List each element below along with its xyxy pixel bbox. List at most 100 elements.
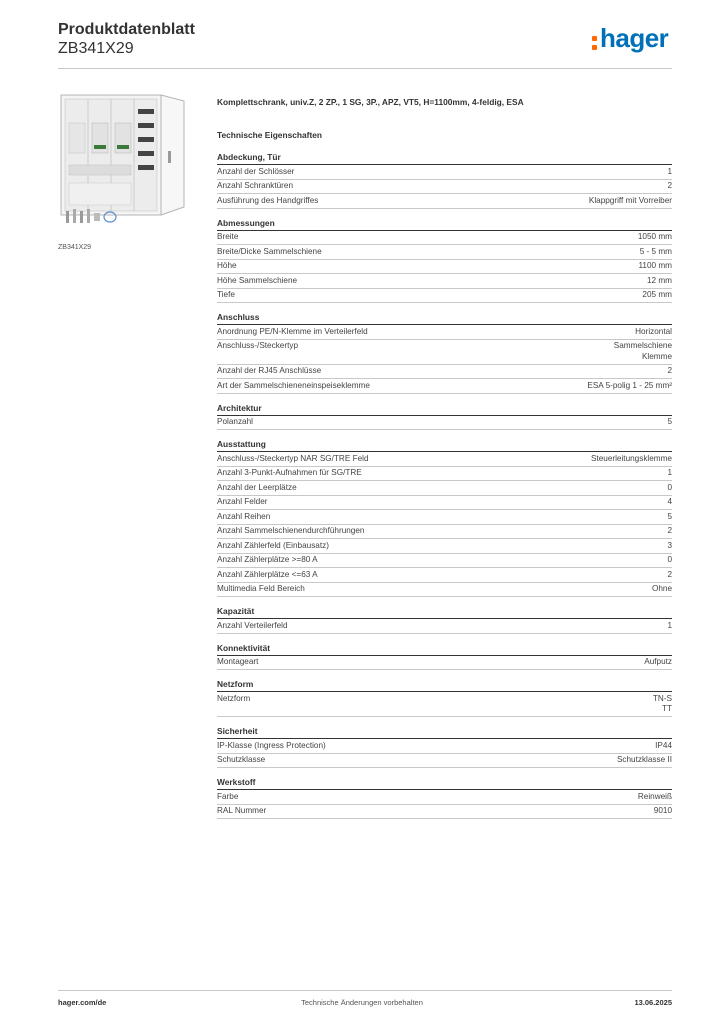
spec-row: Anzahl Schranktüren 2 — [217, 180, 672, 194]
spec-value: Klappgriff mit Vorreiber — [589, 196, 672, 207]
spec-value: 1 — [667, 621, 672, 632]
spec-value-line: 5 — [667, 511, 672, 521]
technical-properties-title: Technische Eigenschaften — [217, 130, 323, 140]
spec-value-line: Klemme — [641, 351, 672, 361]
spec-row: Anzahl Felder 4 — [217, 496, 672, 510]
spec-value-line: 1 — [667, 620, 672, 630]
section-gap — [217, 717, 672, 725]
spec-label: Anzahl Schranktüren — [217, 181, 294, 190]
spec-row: Anordnung PE/N-Klemme im Verteilerfeld Ho… — [217, 325, 672, 340]
spec-label: Anordnung PE/N-Klemme im Verteilerfeld — [217, 326, 368, 336]
spec-value-line: 0 — [667, 555, 672, 564]
section-gap — [217, 394, 672, 402]
spec-row: Höhe Sammelschiene 12 mm — [217, 274, 672, 289]
spec-value: Schutzklasse II — [617, 755, 672, 766]
section-gap — [217, 670, 672, 678]
spec-label: Anzahl Verteilerfeld — [217, 620, 288, 630]
spec-value: ESA 5-polig 1 - 25 mm² — [587, 381, 672, 392]
spec-label: Breite — [217, 232, 239, 241]
section-title: Konnektivität — [217, 642, 672, 656]
spec-value: 5 - 5 mm — [640, 247, 672, 258]
spec-value: 12 mm — [647, 276, 672, 287]
spec-value-line: 4 — [667, 497, 672, 506]
spec-value-line: Horizontal — [635, 326, 672, 336]
spec-label: Anzahl Zählerfeld (Einbausatz) — [217, 540, 329, 550]
section-gap — [217, 597, 672, 605]
spec-label: Anzahl Sammelschienendurchführungen — [217, 526, 365, 535]
spec-label: Farbe — [217, 791, 239, 801]
page-title: Produktdatenblatt — [58, 21, 195, 38]
section-title: Architektur — [217, 402, 672, 416]
spec-value: 2 — [667, 570, 672, 581]
spec-value-line: 2 — [667, 181, 672, 190]
spec-label: Polanzahl — [217, 417, 253, 426]
section-title: Abdeckung, Tür — [217, 151, 672, 165]
spec-label: Anzahl Felder — [217, 497, 268, 506]
spec-label: Anzahl der RJ45 Anschlüsse — [217, 366, 322, 375]
spec-row: Anzahl der RJ45 Anschlüsse 2 — [217, 365, 672, 379]
section-title: Abmessungen — [217, 217, 672, 231]
product-number: ZB341X29 — [58, 40, 134, 57]
spec-row: Art der Sammelschieneneinspeiseklemme ESA… — [217, 379, 672, 394]
spec-value-line: Klappgriff mit Vorreiber — [588, 195, 672, 205]
spec-label: IP-Klasse (Ingress Protection) — [217, 740, 326, 750]
spec-value: Ohne — [652, 584, 672, 595]
spec-value-line: 12 mm — [646, 275, 672, 285]
section-gap — [217, 634, 672, 642]
spec-row: Höhe 1100 mm — [217, 260, 672, 274]
image-caption: ZB341X29 — [58, 244, 92, 251]
section-gap — [217, 430, 672, 438]
section-title: Ausstattung — [217, 438, 672, 452]
spec-row: Anzahl Zählerfeld (Einbausatz) 3 — [217, 539, 672, 554]
spec-label: Höhe Sammelschiene — [217, 275, 298, 285]
spec-value: 1 — [667, 468, 672, 479]
spec-value: 5 — [667, 417, 672, 428]
spec-value-line: 2 — [667, 366, 672, 375]
spec-value: 3 — [667, 541, 672, 552]
section-gap — [217, 768, 672, 776]
spec-value: 2 — [667, 181, 672, 192]
spec-value-line: Sammelschiene — [613, 341, 672, 350]
spec-value-line: Schutzklasse II — [616, 755, 672, 764]
spec-value: 1 — [667, 167, 672, 178]
spec-label: Anzahl 3-Punkt-Aufnahmen für SG/TRE — [217, 468, 362, 477]
spec-value-line: 5 - 5 mm — [639, 246, 672, 256]
product-image — [58, 93, 188, 235]
section-gap — [217, 209, 672, 217]
footer-website[interactable]: hager.com/de — [58, 998, 107, 1007]
spec-label: Schutzklasse — [217, 755, 266, 764]
spec-label: Anzahl Reihen — [217, 511, 271, 521]
spec-label: Ausführung des Handgriffes — [217, 195, 319, 205]
spec-value: Horizontal — [635, 327, 672, 338]
spec-value-line: ESA 5-polig 1 - 25 mm² — [587, 380, 672, 390]
section-title: Werkstoff — [217, 776, 672, 790]
spec-row: Anzahl Reihen 5 — [217, 510, 672, 525]
section-title: Netzform — [217, 678, 672, 692]
spec-value-line: 2 — [667, 526, 672, 535]
spec-value-line: 1 — [667, 468, 672, 477]
spec-value: 1100 mm — [638, 261, 672, 272]
spec-value-line: IP44 — [655, 740, 672, 750]
spec-label: Montageart — [217, 657, 259, 666]
footer-divider — [58, 990, 672, 991]
spec-label: Art der Sammelschieneneinspeiseklemme — [217, 380, 370, 390]
spec-value-line: 5 — [667, 417, 672, 426]
spec-value: 9010 — [654, 806, 672, 817]
spec-value: 4 — [667, 497, 672, 508]
spec-label: Höhe — [217, 261, 237, 270]
section-title: Sicherheit — [217, 725, 672, 739]
spec-value: IP44 — [655, 741, 672, 752]
